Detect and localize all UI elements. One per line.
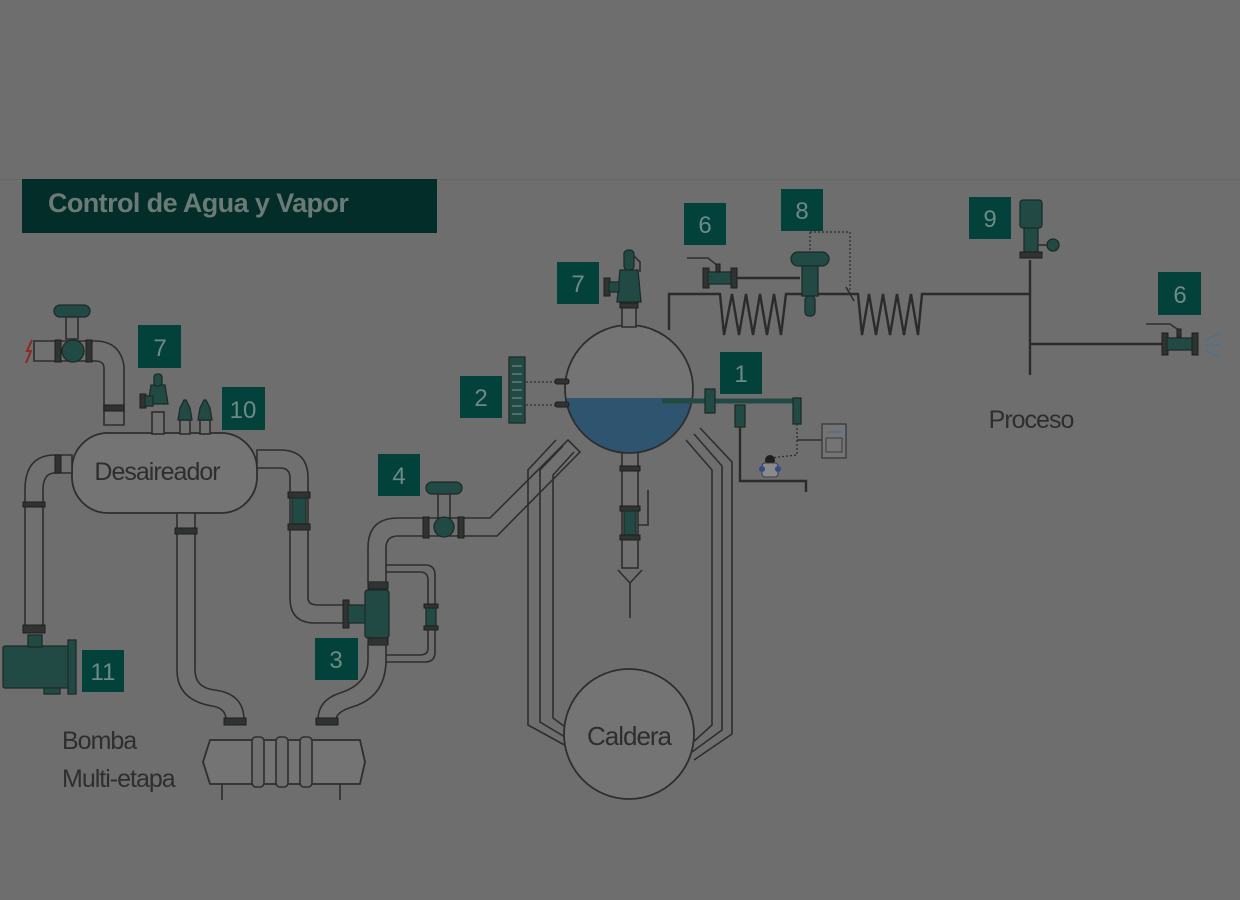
heat-source-icon: [25, 339, 33, 364]
bypass-loop: [386, 564, 439, 663]
callout-3[interactable]: 3: [315, 638, 358, 680]
inlet-control-valve: [53, 304, 93, 363]
deaerator-to-pump-pipe: [22, 454, 73, 634]
heater-to-recirc-pipe: [315, 644, 387, 726]
air-vent-valves: [177, 399, 213, 435]
steam-drum: [564, 324, 694, 454]
drum-safety-valve: [603, 249, 642, 328]
deaerator-label: Desaireador: [94, 458, 220, 486]
steam-inlet-pipe: [33, 340, 125, 426]
level-gauge: [508, 356, 570, 424]
callout-7-drum[interactable]: 7: [557, 262, 599, 304]
callout-6-outlet[interactable]: 6: [1158, 272, 1201, 315]
divider: [0, 179, 1240, 180]
callout-10[interactable]: 10: [222, 387, 265, 430]
callout-9[interactable]: 9: [969, 197, 1011, 239]
deaerator-to-heater-pipe: [174, 512, 247, 726]
blowdown-line: [617, 449, 649, 618]
pump-label-line1: Bomba: [62, 727, 137, 755]
process-label: Proceso: [989, 406, 1074, 434]
callout-1[interactable]: 1: [720, 352, 762, 394]
top-blank-area: [0, 0, 1240, 179]
ball-valve-outlet: [1146, 323, 1221, 358]
callout-4[interactable]: 4: [378, 454, 420, 496]
pressure-reducing-valve: [790, 231, 855, 317]
pump-label-line2: Multi-etapa: [62, 765, 176, 793]
boiler-vessel: [563, 668, 695, 800]
feed-pump: [2, 634, 77, 695]
boiler-label: Caldera: [587, 721, 673, 751]
callout-7-drum-number: 7: [571, 271, 584, 298]
callout-7-deaerator-number: 7: [153, 335, 166, 362]
ball-valve-top: [687, 257, 800, 289]
title-banner: Control de Agua y Vapor: [22, 179, 437, 233]
callout-9-number: 9: [983, 206, 996, 233]
callout-2-number: 2: [474, 385, 487, 412]
callout-11-number: 11: [91, 659, 116, 686]
deaerator-to-recirc-pipe: [256, 449, 346, 624]
callout-8-number: 8: [795, 198, 808, 225]
downcomer-tubes: [527, 427, 733, 761]
level-control-assembly: [662, 388, 847, 492]
callout-1-number: 1: [734, 361, 747, 388]
callout-11[interactable]: 11: [82, 650, 124, 692]
callout-6-top-number: 6: [698, 212, 711, 239]
recirculation-valve: [342, 581, 390, 646]
callout-3-number: 3: [329, 647, 342, 674]
diagram-title: Control de Agua y Vapor: [48, 188, 349, 218]
callout-8[interactable]: 8: [781, 189, 823, 231]
callout-6-outlet-number: 6: [1173, 282, 1186, 309]
callout-6-top[interactable]: 6: [684, 203, 726, 245]
callout-4-number: 4: [392, 463, 405, 490]
deaerator-safety-valve: [139, 373, 169, 435]
callout-7-deaerator[interactable]: 7: [138, 325, 181, 368]
feedwater-heater: [202, 736, 366, 800]
feedwater-line: [367, 438, 582, 583]
feedwater-control-valve: [422, 481, 465, 539]
pressure-transmitter: [1019, 199, 1060, 259]
callout-10-number: 10: [230, 397, 257, 424]
spray-icon: [1204, 332, 1221, 358]
callout-2[interactable]: 2: [460, 376, 502, 418]
